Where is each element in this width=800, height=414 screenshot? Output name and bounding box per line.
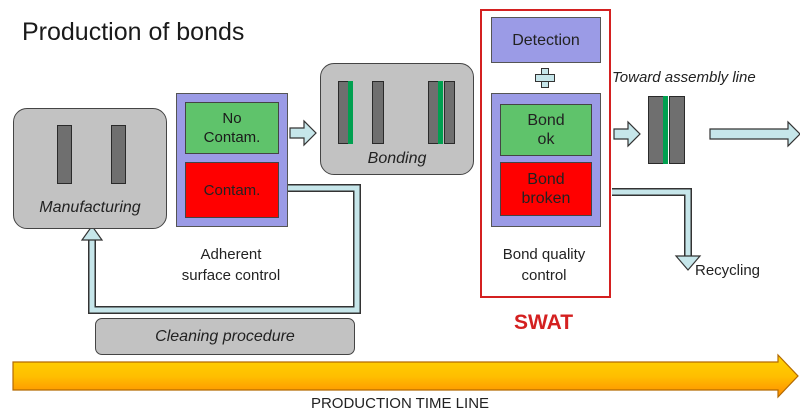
adherent-caption: Adherent surface control [181,246,281,284]
bonded-part-bar [444,81,455,144]
bond-ok-box: Bond ok [500,104,592,156]
part-bar [57,125,72,184]
assembly-label: Toward assembly line [612,69,756,86]
adherent-control-box: No Contam. Contam. [176,93,288,227]
timeline-arrow [12,353,799,399]
bonded-part-icon [648,96,685,164]
adhesive-layer [438,81,443,144]
arrow-to-bonding [289,119,317,147]
recycling-label: Recycling [695,262,761,279]
plus-icon [535,68,555,88]
recycling-path [612,188,692,258]
swat-frame [480,9,611,298]
contam-box: Contam. [185,162,279,218]
no-contam-box: No Contam. [185,102,279,154]
contam-label: Contam. [203,181,261,199]
bond-quality-caption: Bond quality control [502,246,586,284]
adhesive-layer [348,81,353,144]
swat-label: SWAT [513,311,574,334]
diagram-title: Production of bonds [22,18,245,46]
manufacturing-box: Manufacturing [13,108,167,229]
arrow-to-assembly [613,120,641,148]
bonding-box: Bonding [320,63,474,175]
part-bar [372,81,384,144]
cleaning-label: Cleaning procedure [155,328,295,345]
recycling-arrowhead [674,255,702,271]
manufacturing-label: Manufacturing [39,199,141,216]
feedback-arrowhead [80,224,104,241]
arrow-to-line-end [709,120,800,148]
bonding-label: Bonding [367,150,427,167]
detection-label: Detection [512,31,580,49]
part-bar [111,125,126,184]
bond-quality-box: Bond ok Bond broken [491,93,601,227]
detection-box: Detection [491,17,601,63]
bond-broken-box: Bond broken [500,162,592,216]
timeline-label: PRODUCTION TIME LINE [310,395,490,412]
bond-ok-label: Bond ok [527,112,565,148]
no-contam-label: No Contam. [203,110,261,146]
bond-broken-label: Bond broken [521,171,571,207]
cleaning-procedure-box: Cleaning procedure [95,318,355,355]
